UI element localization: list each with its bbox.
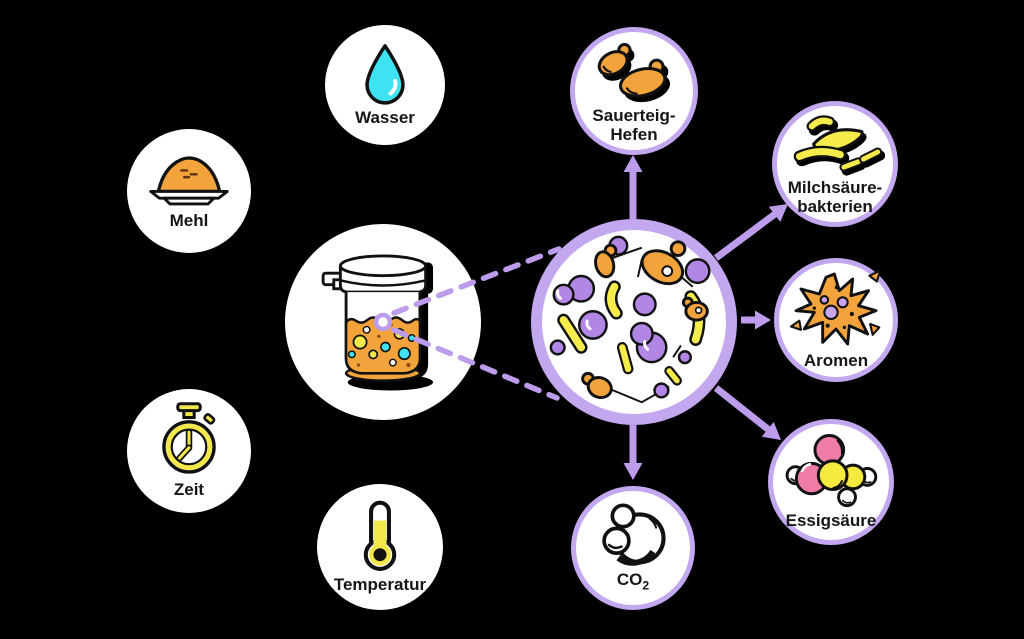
arrow-to-aromen — [741, 310, 771, 330]
node-mehl: Mehl — [127, 129, 251, 253]
co2-bubbles-icon — [602, 503, 666, 567]
node-co2: CO2 — [571, 486, 695, 610]
sauerteig-hefen-label: Sauerteig- Hefen — [592, 105, 676, 144]
node-essigsaeure: Essigsäure — [768, 419, 894, 545]
thermometer-icon — [363, 501, 397, 572]
water-drop-icon — [365, 44, 405, 106]
bacteria-rods-icon — [793, 115, 885, 176]
aroma-burst-icon — [789, 270, 882, 346]
mehl-label: Mehl — [169, 211, 209, 231]
node-zeit: Zeit — [127, 389, 251, 513]
zeit-label: Zeit — [173, 480, 205, 500]
node-temperatur: Temperatur — [317, 484, 443, 610]
wasser-label: Wasser — [355, 108, 415, 128]
flour-pile-icon — [149, 156, 229, 206]
essigsaeure-label: Essigsäure — [785, 511, 877, 531]
arrow-to-hefen — [623, 155, 643, 220]
node-sauerteig-hefen: Sauerteig- Hefen — [570, 27, 698, 155]
sourdough-jar-icon — [321, 254, 434, 391]
temperatur-label: Temperatur — [333, 575, 427, 595]
node-microbes-lens — [531, 219, 737, 425]
arrow-to-essigsaeure — [713, 385, 781, 440]
arrow-to-milchsaeurebakterien — [713, 204, 788, 261]
node-aromen: Aromen — [774, 258, 898, 382]
co2-label: CO2 — [616, 570, 650, 593]
yeast-blobs — [581, 240, 709, 399]
node-wasser: Wasser — [325, 25, 445, 145]
milchsaeurebakterien-label: Milchsäure- bakterien — [787, 177, 883, 216]
yeast-cells-icon — [597, 42, 671, 103]
arrow-to-co2 — [623, 424, 643, 480]
node-milchsaeurebakterien: Milchsäure- bakterien — [772, 101, 898, 227]
stopwatch-icon — [162, 402, 216, 475]
acetic-acid-molecule-icon — [785, 434, 878, 508]
microbes-magnified-icon — [549, 235, 711, 404]
node-starter-jar — [285, 224, 481, 420]
aromen-label: Aromen — [803, 351, 869, 371]
